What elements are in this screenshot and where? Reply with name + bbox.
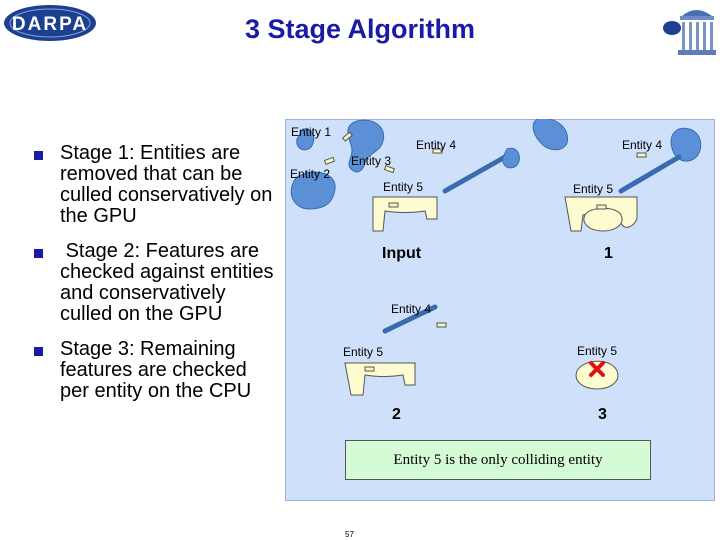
entity-1-shape-stage1 <box>532 119 569 151</box>
conclusion-box: Entity 5 is the only colliding entity <box>345 440 651 480</box>
diagram-panel <box>285 119 715 501</box>
entity-3-marker-icon <box>383 165 396 174</box>
entity-5-marker-icon-stage2 <box>364 366 375 372</box>
label-entity-4-stage1: Entity 4 <box>622 138 663 152</box>
label-entity-4-input: Entity 4 <box>416 138 457 152</box>
bullet-marker-icon <box>34 151 43 160</box>
label-entity-3: Entity 3 <box>351 154 392 168</box>
entity-5-marker-icon-stage1 <box>596 204 607 210</box>
entity-1-shape <box>347 119 385 173</box>
label-entity-1: Entity 1 <box>291 125 332 139</box>
label-entity-4-stage2: Entity 4 <box>391 302 432 316</box>
darpa-logo: DARPA <box>4 5 96 41</box>
entity-5-tray-stage2 <box>344 362 416 396</box>
entity-3-shape-stage1 <box>670 127 702 162</box>
entity-4-marker-icon-stage2 <box>436 322 447 328</box>
step-3-label: 3 <box>598 406 607 423</box>
bullet-text: Stage 2: Features are checked against en… <box>60 240 280 325</box>
entity-4-marker-icon <box>432 148 443 154</box>
entity-5-shape-stage3 <box>575 360 619 390</box>
entity-1-marker-icon <box>341 131 353 142</box>
bullet-marker-icon <box>34 249 43 258</box>
entity-2-shape-stage1 <box>502 147 520 169</box>
label-entity-5-input: Entity 5 <box>383 180 424 194</box>
bullet-stage-3: Stage 3: Remaining features are checked … <box>34 339 274 402</box>
bullet-stage-2: Stage 2: Features are checked against en… <box>34 241 274 325</box>
page-number: 57 <box>345 530 354 539</box>
slide-title: 3 Stage Algorithm <box>244 14 476 44</box>
collision-mark-icon <box>589 361 605 377</box>
entity-5-marker-icon <box>388 202 399 208</box>
label-entity-5-stage3: Entity 5 <box>577 344 618 358</box>
label-entity-2: Entity 2 <box>290 167 331 181</box>
entity-2-marker-icon <box>323 156 336 165</box>
step-input-label: Input <box>382 245 422 262</box>
entity-4-shape-stage2 <box>382 304 438 334</box>
bullet-marker-icon <box>34 347 43 356</box>
step-2-label: 2 <box>392 406 401 423</box>
bullet-text: Stage 3: Remaining features are checked … <box>60 338 252 402</box>
entity-5-tray <box>372 196 438 232</box>
darpa-logo-text: DARPA <box>12 14 88 35</box>
step-1-label: 1 <box>604 245 613 262</box>
entity-4-shape <box>442 154 508 194</box>
entity-4-marker-icon-stage1 <box>636 152 647 158</box>
bullet-stage-1: Stage 1: Entities are removed that can b… <box>34 143 274 227</box>
bullet-text: Stage 1: Entities are removed that can b… <box>60 142 273 227</box>
entity-4-shape-stage1 <box>618 154 682 194</box>
label-entity-5-stage1: Entity 5 <box>573 182 614 196</box>
label-entity-5-stage2: Entity 5 <box>343 345 384 359</box>
entity-3-shape <box>296 128 315 151</box>
entity-2-shape <box>290 171 336 210</box>
rotunda-logo <box>663 10 716 55</box>
diagram-shapes <box>290 119 702 396</box>
entity-5-shape-stage1 <box>583 207 623 232</box>
bullet-list: Stage 1: Entities are removed that can b… <box>34 143 274 416</box>
